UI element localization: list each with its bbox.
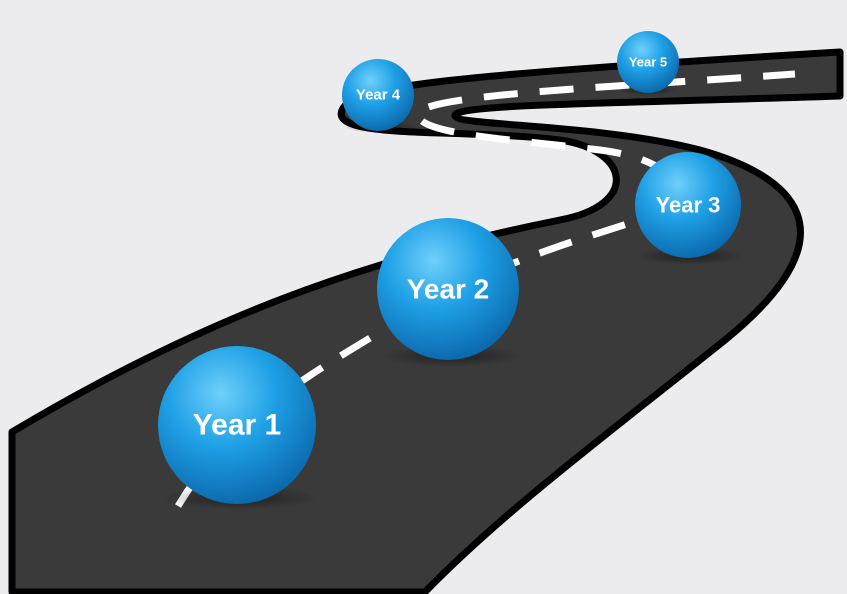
year-2-label: Year 2 [407, 274, 490, 305]
milestone-year-2: Year 2 [377, 218, 519, 360]
year-5-label: Year 5 [629, 55, 667, 70]
milestone-year-5: Year 5 [617, 31, 679, 93]
milestone-year-1: Year 1 [158, 346, 316, 504]
milestone-year-4: Year 4 [342, 59, 414, 131]
year-3-label: Year 3 [656, 193, 721, 218]
year-1-label: Year 1 [193, 409, 281, 442]
milestone-year-3: Year 3 [635, 152, 741, 258]
year-4-label: Year 4 [356, 87, 401, 104]
